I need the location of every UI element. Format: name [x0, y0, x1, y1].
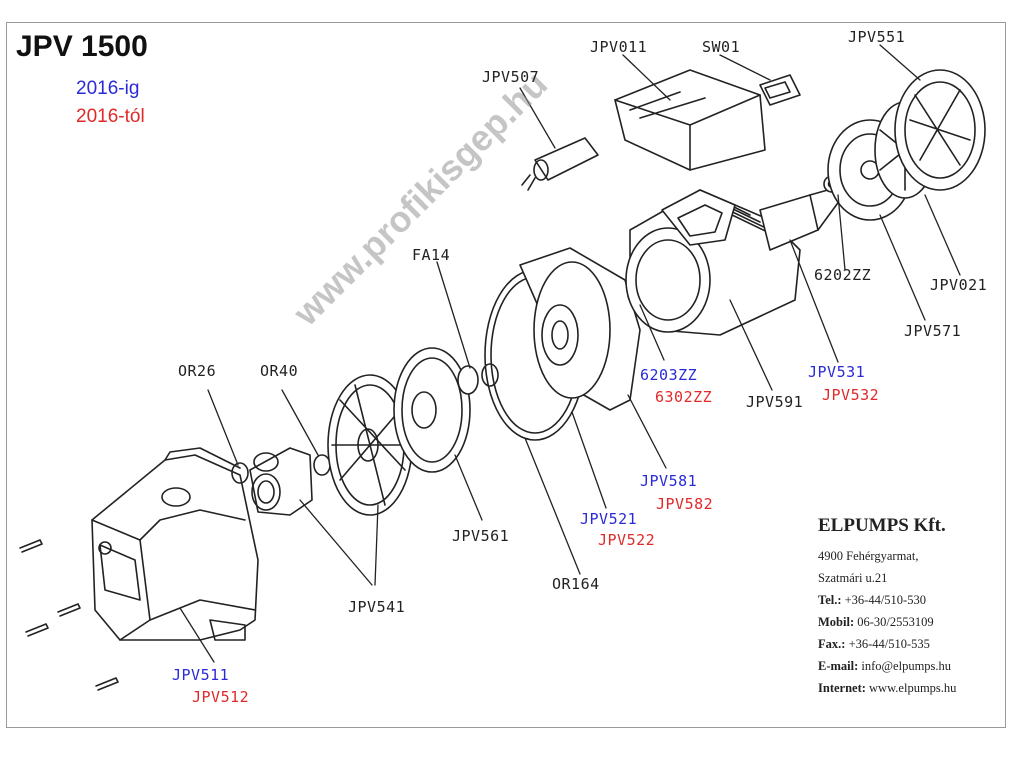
email-label: E-mail:	[818, 659, 859, 673]
label-or164: OR164	[552, 575, 600, 593]
label-jpv532: JPV532	[822, 386, 880, 404]
internet-value: www.elpumps.hu	[869, 681, 957, 695]
shaft-seal	[457, 363, 499, 395]
label-jpv531: JPV531	[808, 363, 866, 381]
company-address-1: 4900 Fehérgyarmat,	[818, 549, 919, 563]
label-jpv541: JPV541	[348, 598, 406, 616]
impeller	[393, 347, 471, 473]
label-sw01: SW01	[702, 38, 741, 56]
label-jpv511: JPV511	[172, 666, 230, 684]
label-6302zz: 6302ZZ	[655, 388, 713, 406]
capacitor	[521, 137, 599, 191]
leader-lines	[179, 44, 961, 663]
motor-flange	[519, 247, 641, 411]
fax-value: +36-44/510-535	[848, 637, 930, 651]
company-address-2: Szatmári u.21	[818, 571, 888, 585]
label-6202zz: 6202ZZ	[814, 266, 872, 284]
legend-after: 2016-tól	[76, 106, 145, 127]
label-jpv521: JPV521	[580, 510, 638, 528]
mobil-value: 06-30/2553109	[857, 615, 934, 629]
tel-value: +36-44/510-530	[844, 593, 926, 607]
label-jpv551: JPV551	[848, 28, 906, 46]
label-jpv582: JPV582	[656, 495, 714, 513]
o-ring-or26	[231, 462, 249, 484]
mobil-label: Mobil:	[818, 615, 855, 629]
ejector	[249, 447, 313, 516]
label-jpv011: JPV011	[590, 38, 648, 56]
diffuser	[327, 374, 413, 516]
legend-before: 2016-ig	[76, 78, 140, 99]
label-jpv512: JPV512	[192, 688, 250, 706]
label-jpv571: JPV571	[904, 322, 962, 340]
label-6203zz: 6203ZZ	[640, 366, 698, 384]
label-jpv561: JPV561	[452, 527, 510, 545]
rotor	[759, 187, 841, 251]
label-jpv021: JPV021	[930, 276, 988, 294]
internet-label: Internet:	[818, 681, 866, 695]
label-jpv581: JPV581	[640, 472, 698, 490]
label-fa14: FA14	[412, 246, 451, 264]
company-mobil: Mobil: 06-30/2553109	[818, 611, 1008, 633]
company-internet: Internet: www.elpumps.hu	[818, 677, 1008, 699]
fax-label: Fax.:	[818, 637, 846, 651]
company-info: ELPUMPS Kft. 4900 Fehérgyarmat, Szatmári…	[818, 515, 1008, 699]
label-or40: OR40	[260, 362, 299, 380]
page-title: JPV 1500	[16, 30, 148, 63]
company-email: E-mail: info@elpumps.hu	[818, 655, 1008, 677]
motor-body	[625, 189, 801, 336]
pump-housing	[91, 447, 259, 641]
terminal-box	[614, 69, 766, 171]
diagram-frame	[6, 22, 1006, 728]
label-jpv507: JPV507	[482, 68, 540, 86]
fan-cover	[894, 69, 986, 191]
company-fax: Fax.: +36-44/510-535	[818, 633, 1008, 655]
email-value: info@elpumps.hu	[861, 659, 952, 673]
label-or26: OR26	[178, 362, 217, 380]
label-jpv591: JPV591	[746, 393, 804, 411]
o-ring-or40	[313, 454, 331, 476]
company-tel: Tel.: +36-44/510-530	[818, 589, 1008, 611]
label-jpv522: JPV522	[598, 531, 656, 549]
housing-screws	[19, 539, 119, 691]
switch	[759, 74, 801, 106]
company-name: ELPUMPS Kft.	[818, 515, 946, 536]
tel-label: Tel.:	[818, 593, 842, 607]
